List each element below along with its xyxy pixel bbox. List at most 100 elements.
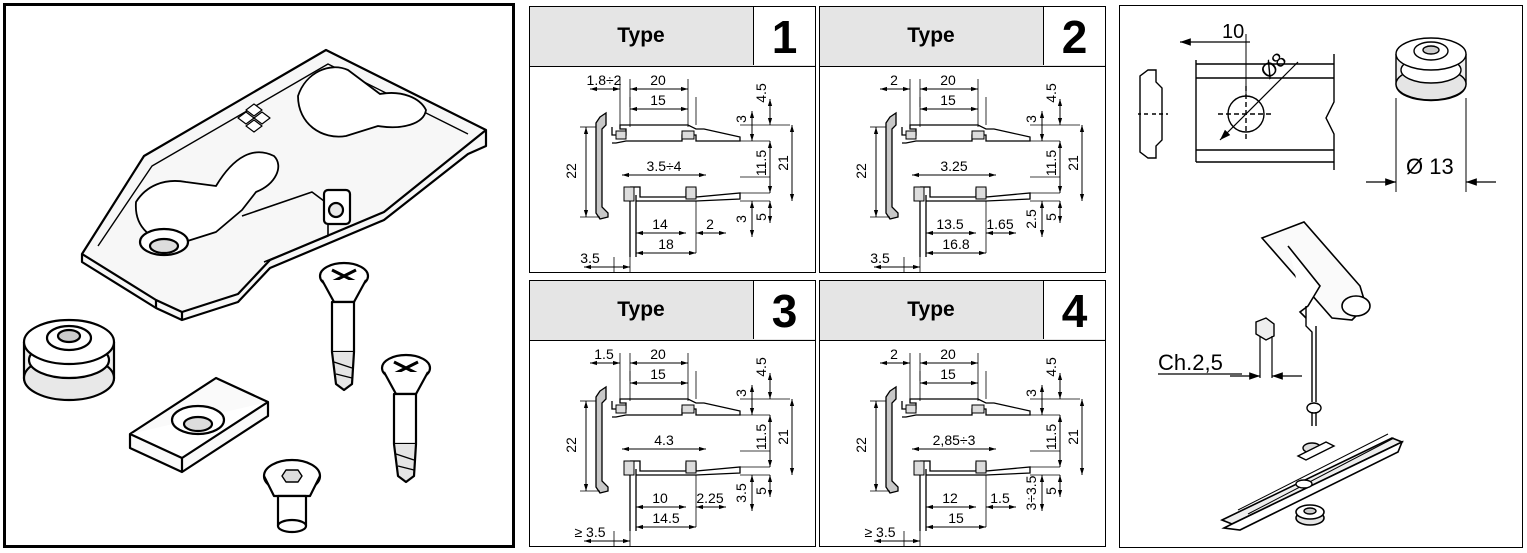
parts-illustration-panel [3,3,515,548]
roller-wheel [22,318,116,402]
dim-top-gap: 2 [890,72,898,88]
dim-lower-width: 15 [948,510,964,526]
upper-track [901,398,1031,418]
dim-middle-height: 11.5 [753,424,769,450]
profile-body [885,385,899,494]
dim-lower-step: 1.5 [990,490,1010,506]
dim-bottom-right: 5 [753,213,769,221]
dim-upper-channel-height: 3 [733,115,749,123]
upper-track [611,124,741,144]
dim-middle-height: 11.5 [1043,150,1059,176]
dim-top-gap: 1.8÷2 [587,72,622,88]
hex-socket-screw [262,458,322,534]
dim-top-width: 20 [940,346,956,362]
roller-diameter-label: Ø 13 [1406,154,1454,179]
dim-bottom-right: 5 [1043,213,1059,221]
dim-top-right: 4.5 [753,357,769,377]
bracket-plate [80,48,488,322]
dim-top-width: 20 [650,72,666,88]
type-1-label: Type [617,24,665,47]
dim-lower-step: 2.25 [696,490,723,506]
dim-lower-width: 18 [658,236,674,252]
dim-middle-gap: 2,85÷3 [933,432,976,448]
washer-plate [128,376,270,474]
dim-top-right: 4.5 [753,83,769,103]
dim-left-height: 22 [563,163,579,179]
dim-top-width: 20 [940,72,956,88]
roller-detail-view [1366,37,1496,192]
hex-key-size-label: Ch.2,5 [1158,350,1223,375]
hex-key-tool [1230,221,1371,426]
dim-top-right: 4.5 [1043,357,1059,377]
dim-lower-channel-height: 3.5 [733,483,749,503]
dim-lower-width: 16.8 [942,236,969,252]
type-2-label: Type [907,24,955,47]
profile-body [595,111,609,220]
dim-bottom-right: 5 [1043,487,1059,495]
type-1-header: Type 1 [530,7,815,67]
dim-lower-inner: 13.5 [936,216,963,232]
profile-body [595,385,609,494]
dim-base-width: 3.5 [870,250,890,266]
dim-right-height: 21 [1065,155,1081,171]
dim-lower-inner: 14 [652,216,668,232]
dim-lower-step: 1.65 [986,216,1013,232]
dim-top-right: 4.5 [1043,83,1059,103]
detail-drawing: 10 Ø8 Ø 13 Ch.2,5 [1138,21,1496,531]
dim-top-inner: 15 [940,366,956,382]
dim-left-height: 22 [853,163,869,179]
dim-right-height: 21 [1065,429,1081,445]
dim-upper-channel-height: 3 [1023,389,1039,397]
type-4-number: 4 [1043,281,1105,339]
type-4-header: Type 4 [820,281,1105,341]
dim-middle-gap: 4.3 [654,432,674,448]
dim-lower-channel-height-b: 2.5 [1023,209,1039,229]
lower-track [919,460,1031,531]
dim-left-height: 22 [563,437,579,453]
dim-bottom-right: 5 [753,487,769,495]
dim-lower-inner: 12 [942,490,958,506]
type-2-header: Type 2 [820,7,1105,67]
dim-top-width: 20 [650,346,666,362]
parts-illustration [22,48,488,534]
type-2-number: 2 [1043,7,1105,65]
logo-mark-icon [237,103,271,133]
dim-middle-height: 11.5 [753,150,769,176]
profile-side-view [1138,69,1168,159]
dim-lower-channel-height: 3 [733,215,749,223]
dim-lower-step: 2 [706,216,714,232]
rail-profile [1220,433,1404,531]
dim-base-width: ≥ 3.5 [574,524,605,540]
dim-right-height: 21 [775,429,791,445]
dim-right-height: 21 [775,155,791,171]
profile-body [885,111,899,220]
type-1-number: 1 [753,7,815,65]
type-3-number: 3 [753,281,815,339]
dim-top-gap: 1.5 [594,346,614,362]
type-3-header: Type 3 [530,281,815,341]
dim-top-inner: 15 [940,92,956,108]
dim-lower-inner: 10 [652,490,668,506]
dim-top-gap: 2 [890,346,898,362]
lower-track [629,186,741,257]
dim-middle-gap: 3.5÷4 [647,158,682,174]
dim-base-width: 3.5 [580,250,600,266]
dim-lower-width: 14.5 [652,510,679,526]
slot-plan-view [1180,34,1335,170]
slot-width-label: 10 [1222,21,1244,43]
dim-top-inner: 15 [650,92,666,108]
detail-panel: 10 Ø8 Ø 13 Ch.2,5 [1119,5,1523,548]
dim-upper-channel-height: 3 [733,389,749,397]
dim-left-height: 22 [853,437,869,453]
type-4-label: Type [907,298,955,321]
screw-countersunk-1 [318,261,370,392]
dim-base-width: ≥ 3.5 [864,524,895,540]
